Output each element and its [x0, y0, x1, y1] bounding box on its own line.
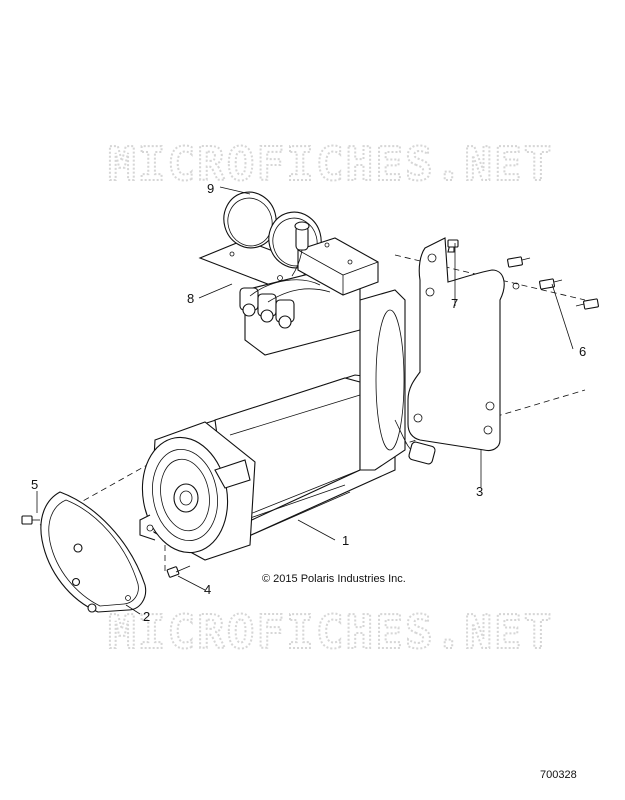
- callout-2: 2: [143, 609, 150, 624]
- callout-6: 6: [579, 344, 586, 359]
- watermark-bottom: MICROFICHES.NET: [108, 605, 553, 659]
- callout-3: 3: [476, 484, 483, 499]
- callout-5: 5: [31, 477, 38, 492]
- leader-lines: [36, 186, 574, 615]
- screws-left: [21, 515, 191, 578]
- copyright-text: © 2015 Polaris Industries Inc.: [262, 573, 406, 585]
- mounting-bracket: [407, 237, 520, 452]
- watermark-top: MICROFICHES.NET: [108, 137, 553, 191]
- callout-7: 7: [451, 296, 458, 311]
- bolts-right: [447, 239, 599, 310]
- callout-9: 9: [207, 181, 214, 196]
- end-plate: [40, 491, 147, 613]
- callout-1: 1: [342, 533, 349, 548]
- callout-8: 8: [187, 291, 194, 306]
- figure-number: 700328: [540, 769, 577, 781]
- callout-4: 4: [204, 582, 211, 597]
- motor-assembly: [139, 221, 436, 561]
